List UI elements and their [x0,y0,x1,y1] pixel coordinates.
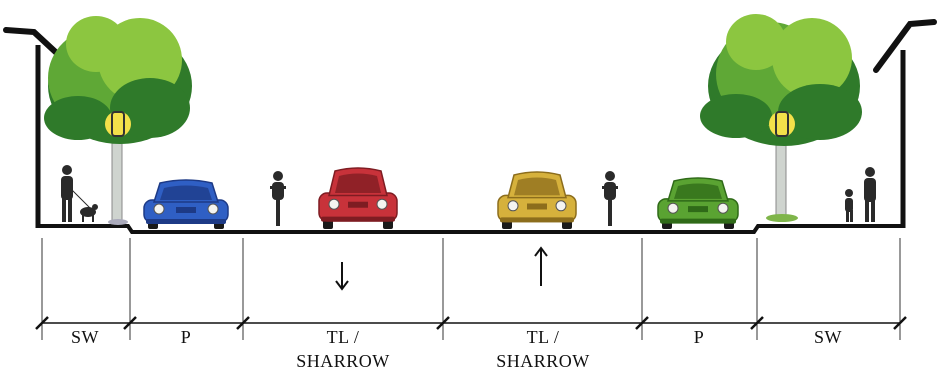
segment-label-tl-right: TL / [526,327,560,347]
segment-label-tl-right-line2: SHARROW [496,351,590,371]
segment-label-tl-left-line2: SHARROW [296,351,390,371]
dimension-tick [893,316,907,330]
segment-label-tl-left: TL / [326,327,360,347]
dimension-tick [750,316,764,330]
ground-profile [36,224,905,234]
segment-label-sw-right: SW [814,327,842,347]
street-tree-left [44,16,192,225]
travel-car-left [318,167,398,229]
dimension-layer [35,238,907,340]
pedestrian-with-dog-icon [61,165,98,222]
travel-car-right [497,171,577,229]
right-building-edge [873,19,937,228]
dimension-tick [635,316,649,330]
dimension-tick [123,316,137,330]
pedestrians-parent-child-icon [845,167,876,222]
street-tree-right [700,14,862,222]
dimension-tick [436,316,450,330]
street-lamp-right [769,111,795,137]
arrow-down-icon [335,262,349,291]
dimension-tick [236,316,250,330]
cars-layer [143,167,739,229]
arrow-up-icon [534,246,548,286]
parked-car-left [143,179,229,229]
dimension-tick [35,316,49,330]
segment-label-p-left: P [180,327,192,347]
segment-label-p-right: P [693,327,705,347]
street-lamp-left [105,111,131,137]
left-building-edge [3,27,65,228]
segment-label-sw-left: SW [71,327,99,347]
parked-car-right [657,177,739,229]
cyclist-right-icon [602,171,618,226]
cyclist-left-icon [270,171,286,226]
